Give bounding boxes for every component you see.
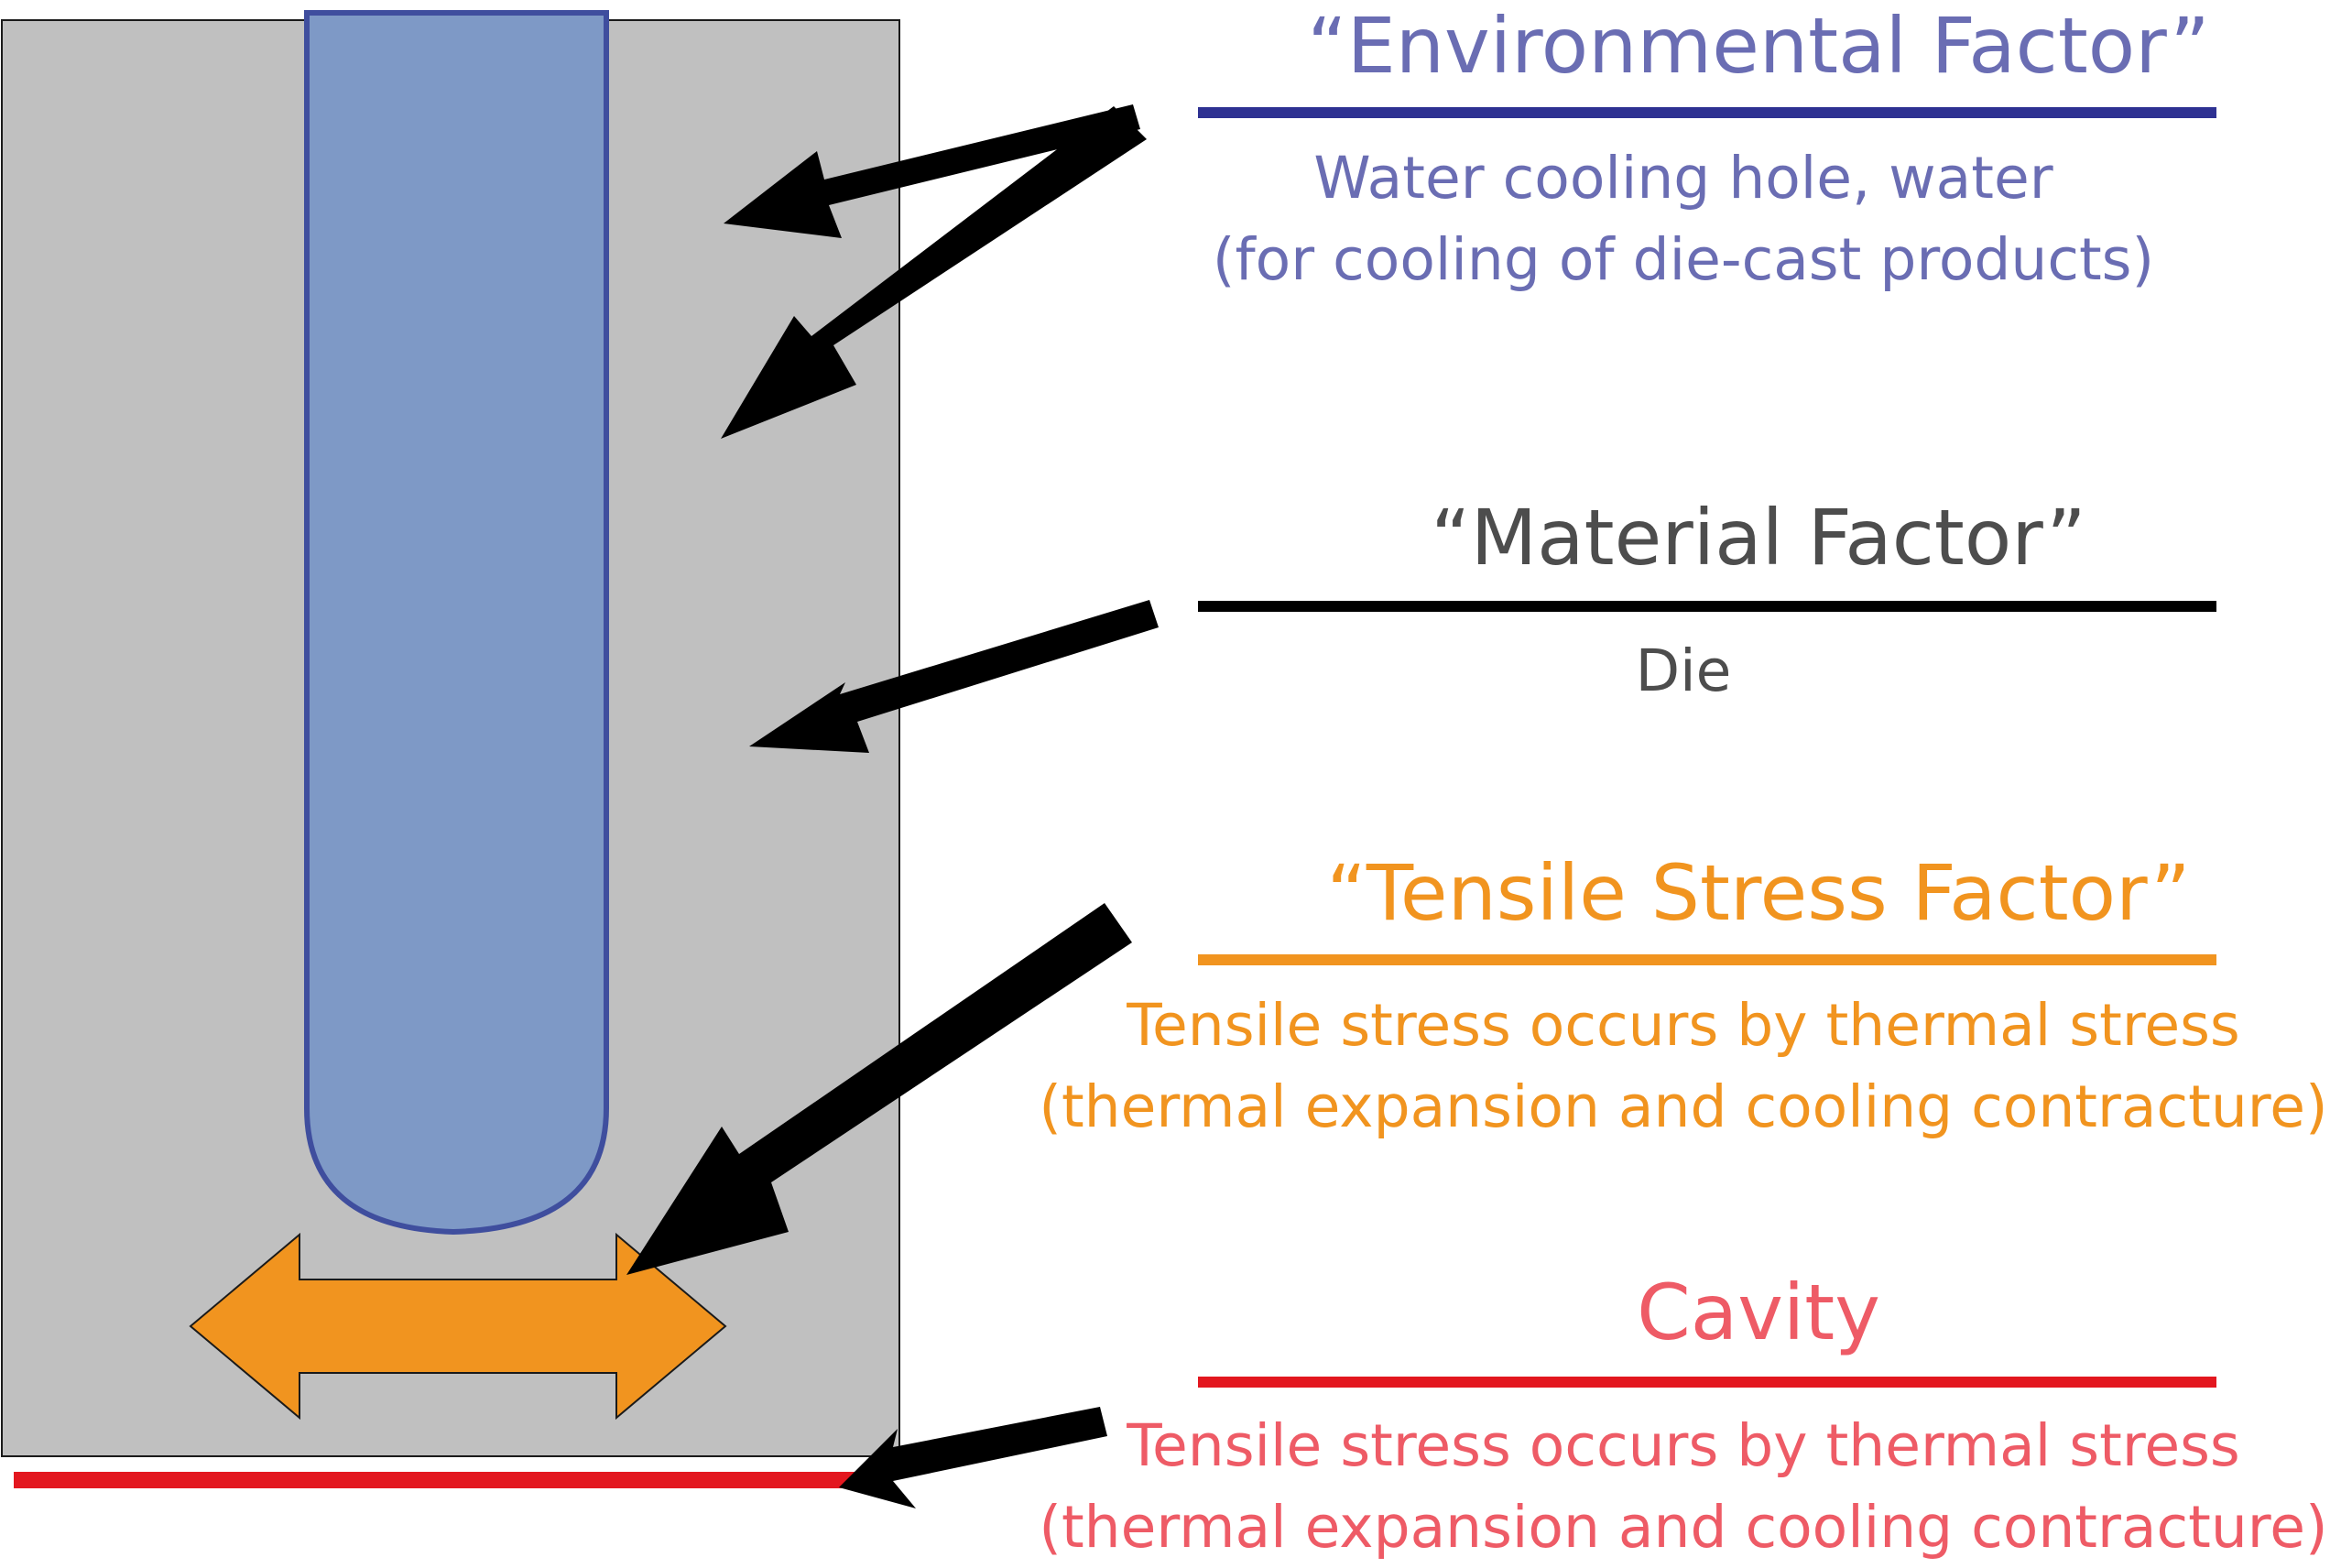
material-factor-rule <box>1198 601 2216 612</box>
tensile-stress-factor-rule <box>1198 954 2216 965</box>
water-cooling-hole <box>304 10 609 1236</box>
material-factor: “Material Factor” <box>1181 499 2336 576</box>
environmental-factor-description: Water cooling hole, water (for cooling o… <box>1026 137 2341 300</box>
cavity-line-1: Tensile stress occurs by thermal stress <box>1127 1412 2240 1479</box>
environmental-line-2: (for cooling of die-cast products) <box>1212 226 2155 293</box>
material-factor-title: “Material Factor” <box>1431 493 2086 583</box>
double-arrow-icon <box>189 1232 727 1421</box>
environmental-factor-title: “Environmental Factor” <box>1307 1 2210 91</box>
arrow-icon <box>626 903 1132 1275</box>
arrow-icon <box>749 600 1159 753</box>
environmental-line-1: Water cooling hole, water <box>1313 145 2053 212</box>
tensile-stress-factor-title: “Tensile Stress Factor” <box>1326 848 2191 938</box>
cavity-surface-line <box>14 1472 864 1488</box>
tensile-line-2: (thermal expansion and cooling contractu… <box>1039 1073 2328 1140</box>
cavity-rule <box>1198 1377 2216 1388</box>
tensile-stress-factor: “Tensile Stress Factor” <box>1181 855 2336 931</box>
cavity-title: Cavity <box>1637 1268 1880 1357</box>
arrow-icon <box>839 1407 1107 1508</box>
tensile-line-1: Tensile stress occurs by thermal stress <box>1127 992 2240 1059</box>
arrow-icon <box>721 106 1147 439</box>
material-line-1: Die <box>1635 637 1732 704</box>
environmental-factor: “Environmental Factor” <box>1181 7 2336 84</box>
environmental-factor-rule <box>1198 107 2216 118</box>
arrow-icon <box>724 104 1140 238</box>
tensile-stress-factor-description: Tensile stress occurs by thermal stress … <box>1026 985 2341 1148</box>
cavity-factor: Cavity <box>1181 1274 2336 1351</box>
cavity-line-2: (thermal expansion and cooling contractu… <box>1039 1494 2328 1561</box>
material-factor-description: Die <box>1026 630 2341 712</box>
cavity-description: Tensile stress occurs by thermal stress … <box>1026 1405 2341 1568</box>
